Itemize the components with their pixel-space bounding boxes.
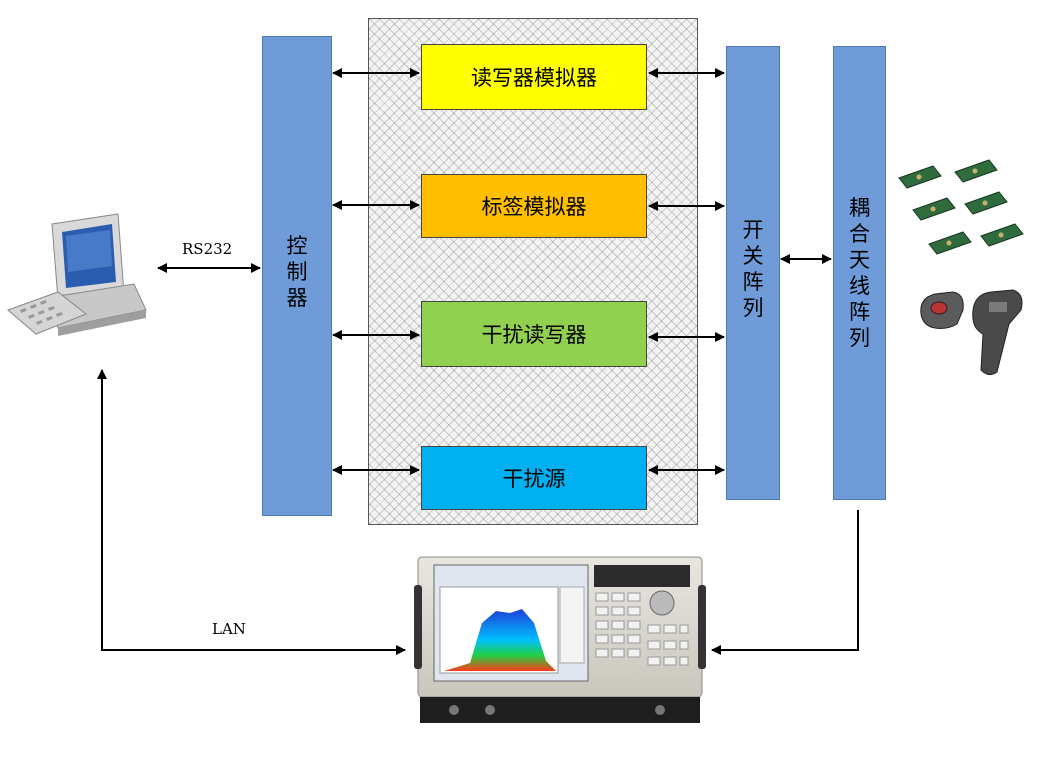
tag-simulator-box: 标签模拟器 bbox=[421, 174, 647, 238]
spectrum-analyzer-image bbox=[414, 556, 706, 723]
interference-reader-label: 干扰读写器 bbox=[481, 323, 587, 347]
interference-source-box: 干扰源 bbox=[421, 446, 647, 510]
rfid-tags-image bbox=[898, 159, 1024, 255]
computer-icon bbox=[7, 213, 147, 336]
interference-source-label: 干扰源 bbox=[502, 467, 566, 491]
antenna-array-label: 耦 合 天 线 阵 列 bbox=[849, 196, 870, 350]
reader-simulator-label: 读写器模拟器 bbox=[471, 66, 597, 90]
switch-array-bar: 开 关 阵 列 bbox=[726, 46, 780, 500]
controller-label: 控 制 器 bbox=[286, 234, 308, 310]
interference-reader-box: 干扰读写器 bbox=[421, 301, 647, 367]
tag-simulator-label: 标签模拟器 bbox=[481, 195, 587, 219]
handheld-reader-image bbox=[920, 289, 1023, 376]
switch-array-label: 开 关 阵 列 bbox=[742, 218, 764, 320]
antenna-array-bar: 耦 合 天 线 阵 列 bbox=[833, 46, 886, 500]
rs232-label: RS232 bbox=[182, 240, 233, 258]
reader-simulator-box: 读写器模拟器 bbox=[421, 44, 647, 110]
